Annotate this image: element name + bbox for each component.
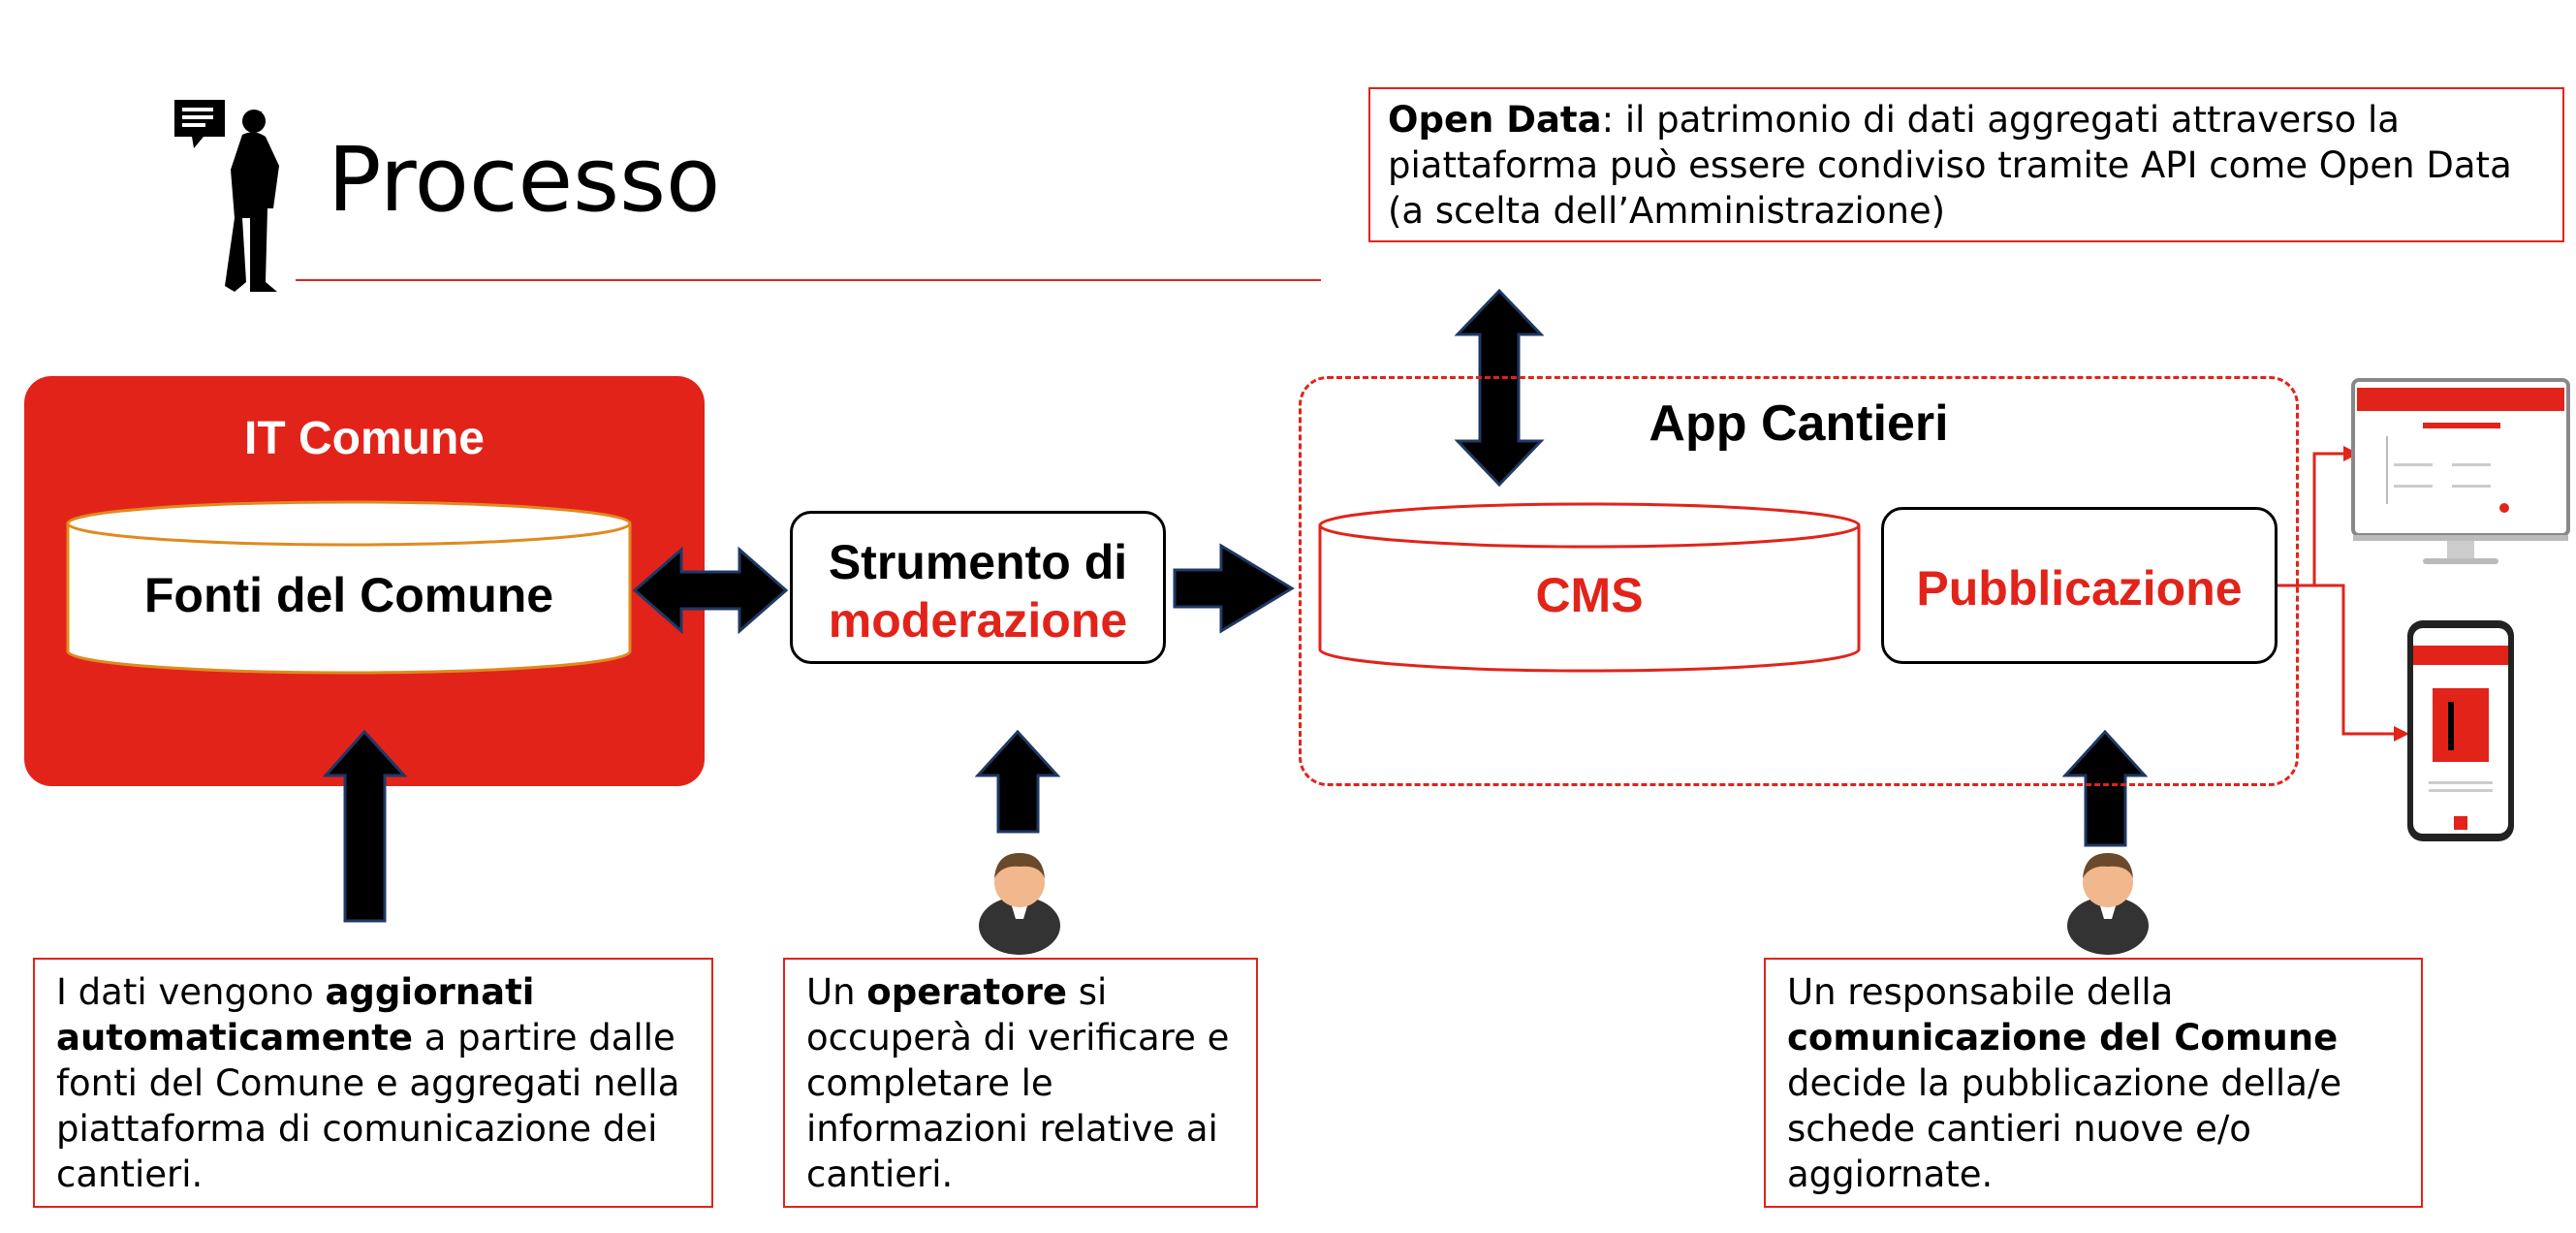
note-text: I dati vengono <box>56 971 326 1013</box>
app-cantieri-title: App Cantieri <box>1649 395 1949 452</box>
moderation-line1: Strumento di <box>828 535 1128 589</box>
note-text: a partire dalle fonti del Comune e aggre… <box>56 1017 680 1195</box>
moderation-box: Strumento di moderazione <box>790 511 1166 664</box>
cms-label: CMS <box>1535 568 1644 622</box>
app-cantieri-container <box>1299 376 2299 786</box>
title-underline <box>296 279 1321 281</box>
note-operator: Un operatore si occuperà di verificare e… <box>783 958 1258 1208</box>
note-bold: operatore <box>866 971 1067 1013</box>
desktop-monitor-icon <box>2351 378 2570 564</box>
connector-arrowhead-bottom <box>2394 726 2409 742</box>
arrow-right <box>1173 543 1295 634</box>
open-data-note: Open Data: il patrimonio di dati aggrega… <box>1368 87 2564 242</box>
note-bold: aggiornati automaticamente <box>56 971 535 1059</box>
arrow-up-left <box>322 729 408 923</box>
publication-box: Pubblicazione <box>1881 507 2278 664</box>
double-arrow-horizontal <box>632 546 789 635</box>
note-bold: comunicazione del Comune <box>1787 1017 2339 1059</box>
cms-cylinder <box>1318 502 1861 673</box>
note-text: Un responsabile della <box>1787 971 2174 1013</box>
moderation-line2: moderazione <box>828 593 1128 648</box>
arrow-up-right <box>2061 729 2149 847</box>
double-arrow-vertical <box>1454 288 1545 488</box>
open-data-bold: Open Data <box>1388 99 1602 141</box>
open-data-text: : il patrimonio di dati aggregati attrav… <box>1388 99 2512 232</box>
note-text: si occuperà di verificare e completare l… <box>806 971 1230 1195</box>
note-text: Un <box>806 971 867 1013</box>
smartphone-icon <box>2407 620 2514 841</box>
user-avatar-icon <box>979 853 1060 955</box>
fonti-label: Fonti del Comune <box>143 568 554 622</box>
note-communication: Un responsabile della comunicazione del … <box>1764 958 2423 1208</box>
page-title: Processo <box>328 128 721 232</box>
it-comune-title: IT Comune <box>244 413 485 464</box>
speaker-silhouette-icon <box>174 100 279 292</box>
arrow-up-middle <box>974 729 1061 834</box>
fonti-cylinder <box>66 500 632 675</box>
note-automatic-update: I dati vengono aggiornati automaticament… <box>33 958 713 1208</box>
note-text: decide la pubblicazione della/e schede c… <box>1787 1062 2342 1195</box>
user-avatar-icon <box>2067 853 2149 955</box>
